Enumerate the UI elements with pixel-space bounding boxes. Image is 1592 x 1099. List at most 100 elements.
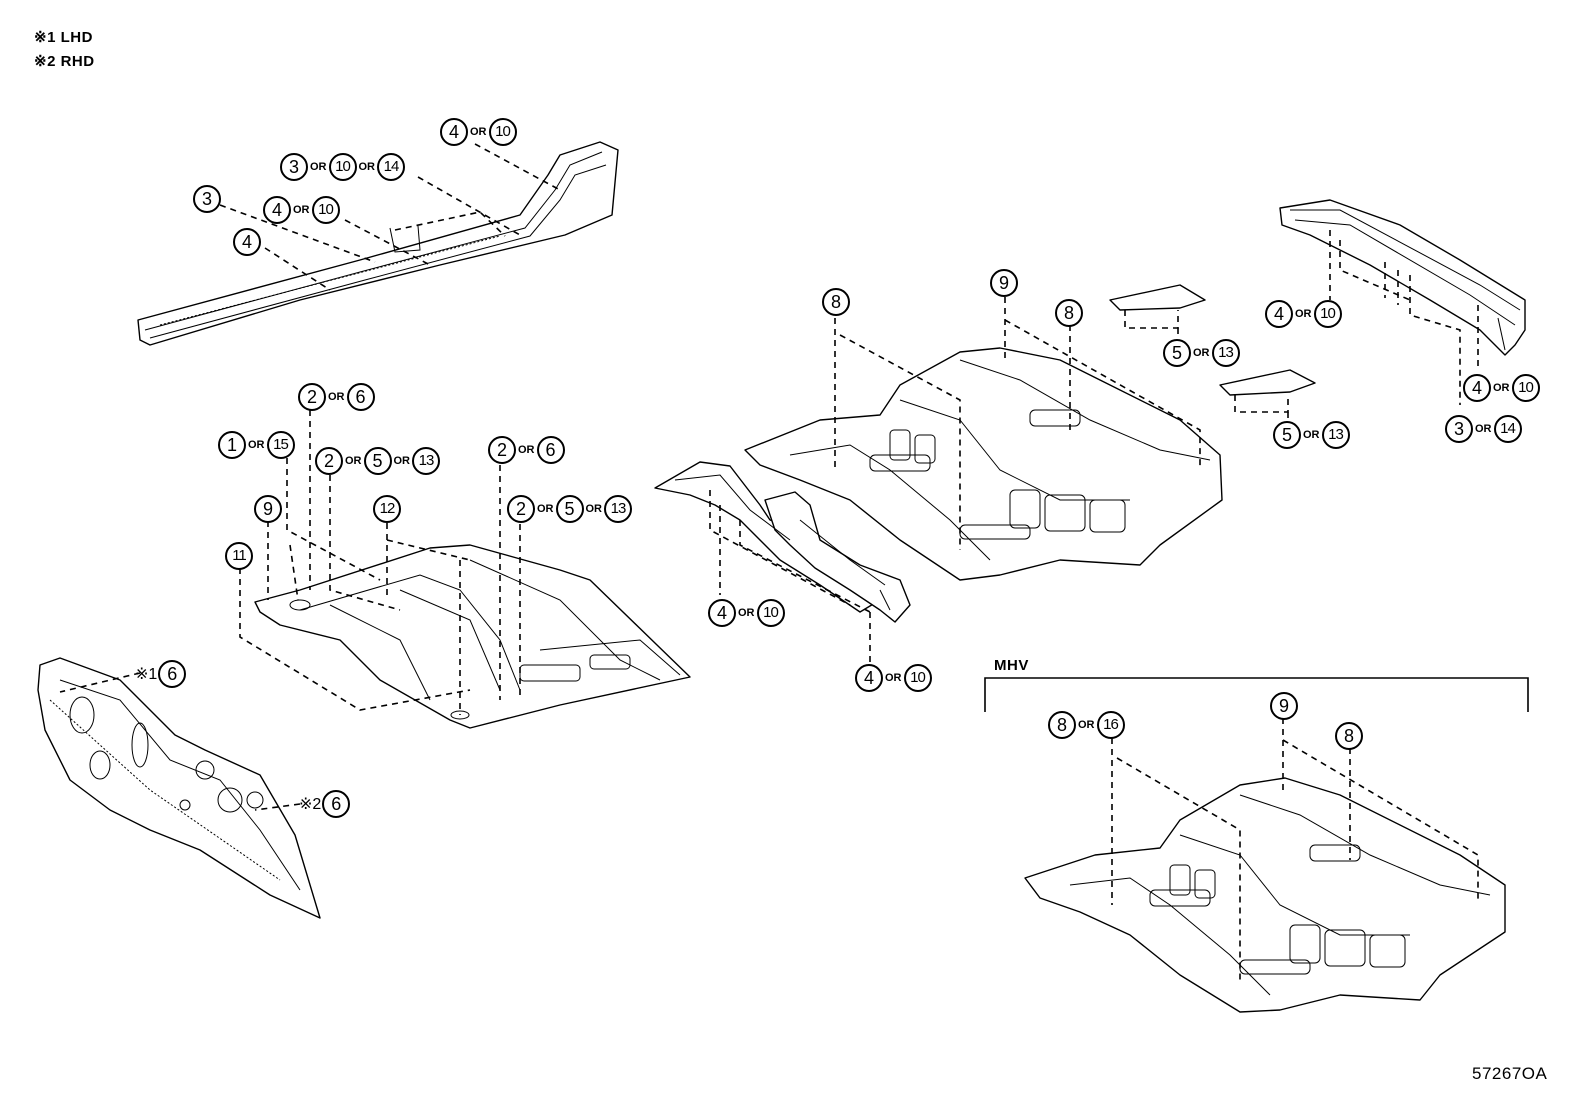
or-separator: OR [293, 204, 310, 216]
or-separator: OR [310, 161, 327, 173]
or-separator: OR [537, 503, 554, 515]
part-number-circle: 14 [377, 153, 405, 181]
or-separator: OR [358, 161, 376, 173]
part-number-circle: 15 [266, 431, 295, 459]
part-number-circle: 4 [1265, 300, 1293, 328]
part-number-circle: 3 [193, 185, 221, 213]
or-separator: OR [393, 455, 411, 467]
part-number-circle: 6 [158, 660, 187, 688]
legend-text: RHD [55, 53, 95, 70]
mhv-floor-leader-lines [1111, 718, 1479, 980]
part-callout: 9 [1270, 691, 1298, 721]
bracket-lower-part [1219, 369, 1316, 422]
sill-leader-lines [219, 143, 561, 291]
or-separator: OR [1295, 308, 1312, 320]
part-number-circle: 13 [412, 447, 440, 475]
front-floor-pan-part [254, 544, 691, 729]
part-number-circle: 10 [488, 118, 517, 146]
part-number-circle: 10 [903, 664, 932, 692]
part-callout: 8 [822, 287, 850, 317]
part-number-circle: 9 [1270, 692, 1298, 720]
part-number-circle: 2 [298, 383, 326, 411]
mhv-section-label: MHV [994, 657, 1029, 674]
or-separator: OR [470, 126, 487, 138]
legend-row: ※1 LHD [34, 26, 95, 50]
part-callout: 12 [373, 494, 401, 524]
part-callout: 4 [233, 227, 261, 257]
or-separator: OR [1475, 423, 1492, 435]
part-number-circle: 4 [233, 228, 261, 256]
part-number-circle: 10 [328, 153, 357, 181]
part-number-circle: 5 [1163, 339, 1191, 367]
part-number-circle: 16 [1096, 711, 1125, 739]
or-separator: OR [1078, 719, 1095, 731]
part-number-circle: 8 [1055, 299, 1083, 327]
part-number-circle: 4 [263, 196, 291, 224]
cross-member-leader-lines [1329, 230, 1479, 405]
part-number-circle: 9 [990, 269, 1018, 297]
rear-floor-leader-lines [834, 297, 1201, 550]
part-number-circle: 10 [311, 196, 340, 224]
part-callout: 9 [254, 494, 282, 524]
part-callout: 3 [193, 184, 221, 214]
part-number-circle: 2 [507, 495, 535, 523]
part-callout: 8 [1335, 721, 1363, 751]
or-separator: OR [345, 455, 362, 467]
part-number-circle: 5 [1273, 421, 1301, 449]
or-separator: OR [738, 607, 755, 619]
part-number-circle: 2 [315, 447, 343, 475]
front-floor-leader-lines [239, 410, 521, 715]
part-number-circle: 13 [604, 495, 632, 523]
part-number-circle: 10 [1511, 374, 1540, 402]
part-number-circle: 4 [855, 664, 883, 692]
mhv-section-bracket [984, 677, 1529, 712]
legend-row: ※2 RHD [34, 50, 95, 74]
part-number-circle: 8 [1335, 722, 1363, 750]
part-number-circle: 10 [756, 599, 785, 627]
or-separator: OR [1193, 347, 1210, 359]
mhv-rear-floor-pan-part [1024, 777, 1506, 1013]
or-separator: OR [248, 439, 265, 451]
or-separator: OR [1493, 382, 1510, 394]
part-callout: 8 [1055, 298, 1083, 328]
part-number-circle: 9 [254, 495, 282, 523]
part-number-circle: 5 [555, 495, 584, 523]
part-number-circle: 4 [440, 118, 468, 146]
floor-member-leader-lines [709, 490, 871, 663]
part-number-circle: 4 [1463, 374, 1491, 402]
diagram-code: 57267OA [1472, 1064, 1548, 1083]
part-callout: 9 [990, 268, 1018, 298]
part-number-circle: 12 [373, 495, 401, 523]
part-number-circle: 6 [322, 790, 351, 818]
part-number-circle: 6 [346, 383, 375, 411]
part-number-circle: 4 [708, 599, 736, 627]
legend-text: LHD [55, 29, 93, 46]
callout-mark: ※1 [135, 666, 158, 683]
side-sill-outer-part [137, 141, 619, 346]
or-separator: OR [328, 391, 345, 403]
legend-mark: ※2 [34, 53, 56, 70]
legend: ※1 LHD※2 RHD [34, 26, 95, 74]
part-number-circle: 8 [822, 288, 850, 316]
or-separator: OR [885, 672, 902, 684]
or-separator: OR [518, 444, 535, 456]
part-number-circle: 14 [1493, 415, 1522, 443]
or-separator: OR [1303, 429, 1320, 441]
bracket-upper-part [1109, 284, 1206, 338]
part-number-circle: 2 [488, 436, 516, 464]
